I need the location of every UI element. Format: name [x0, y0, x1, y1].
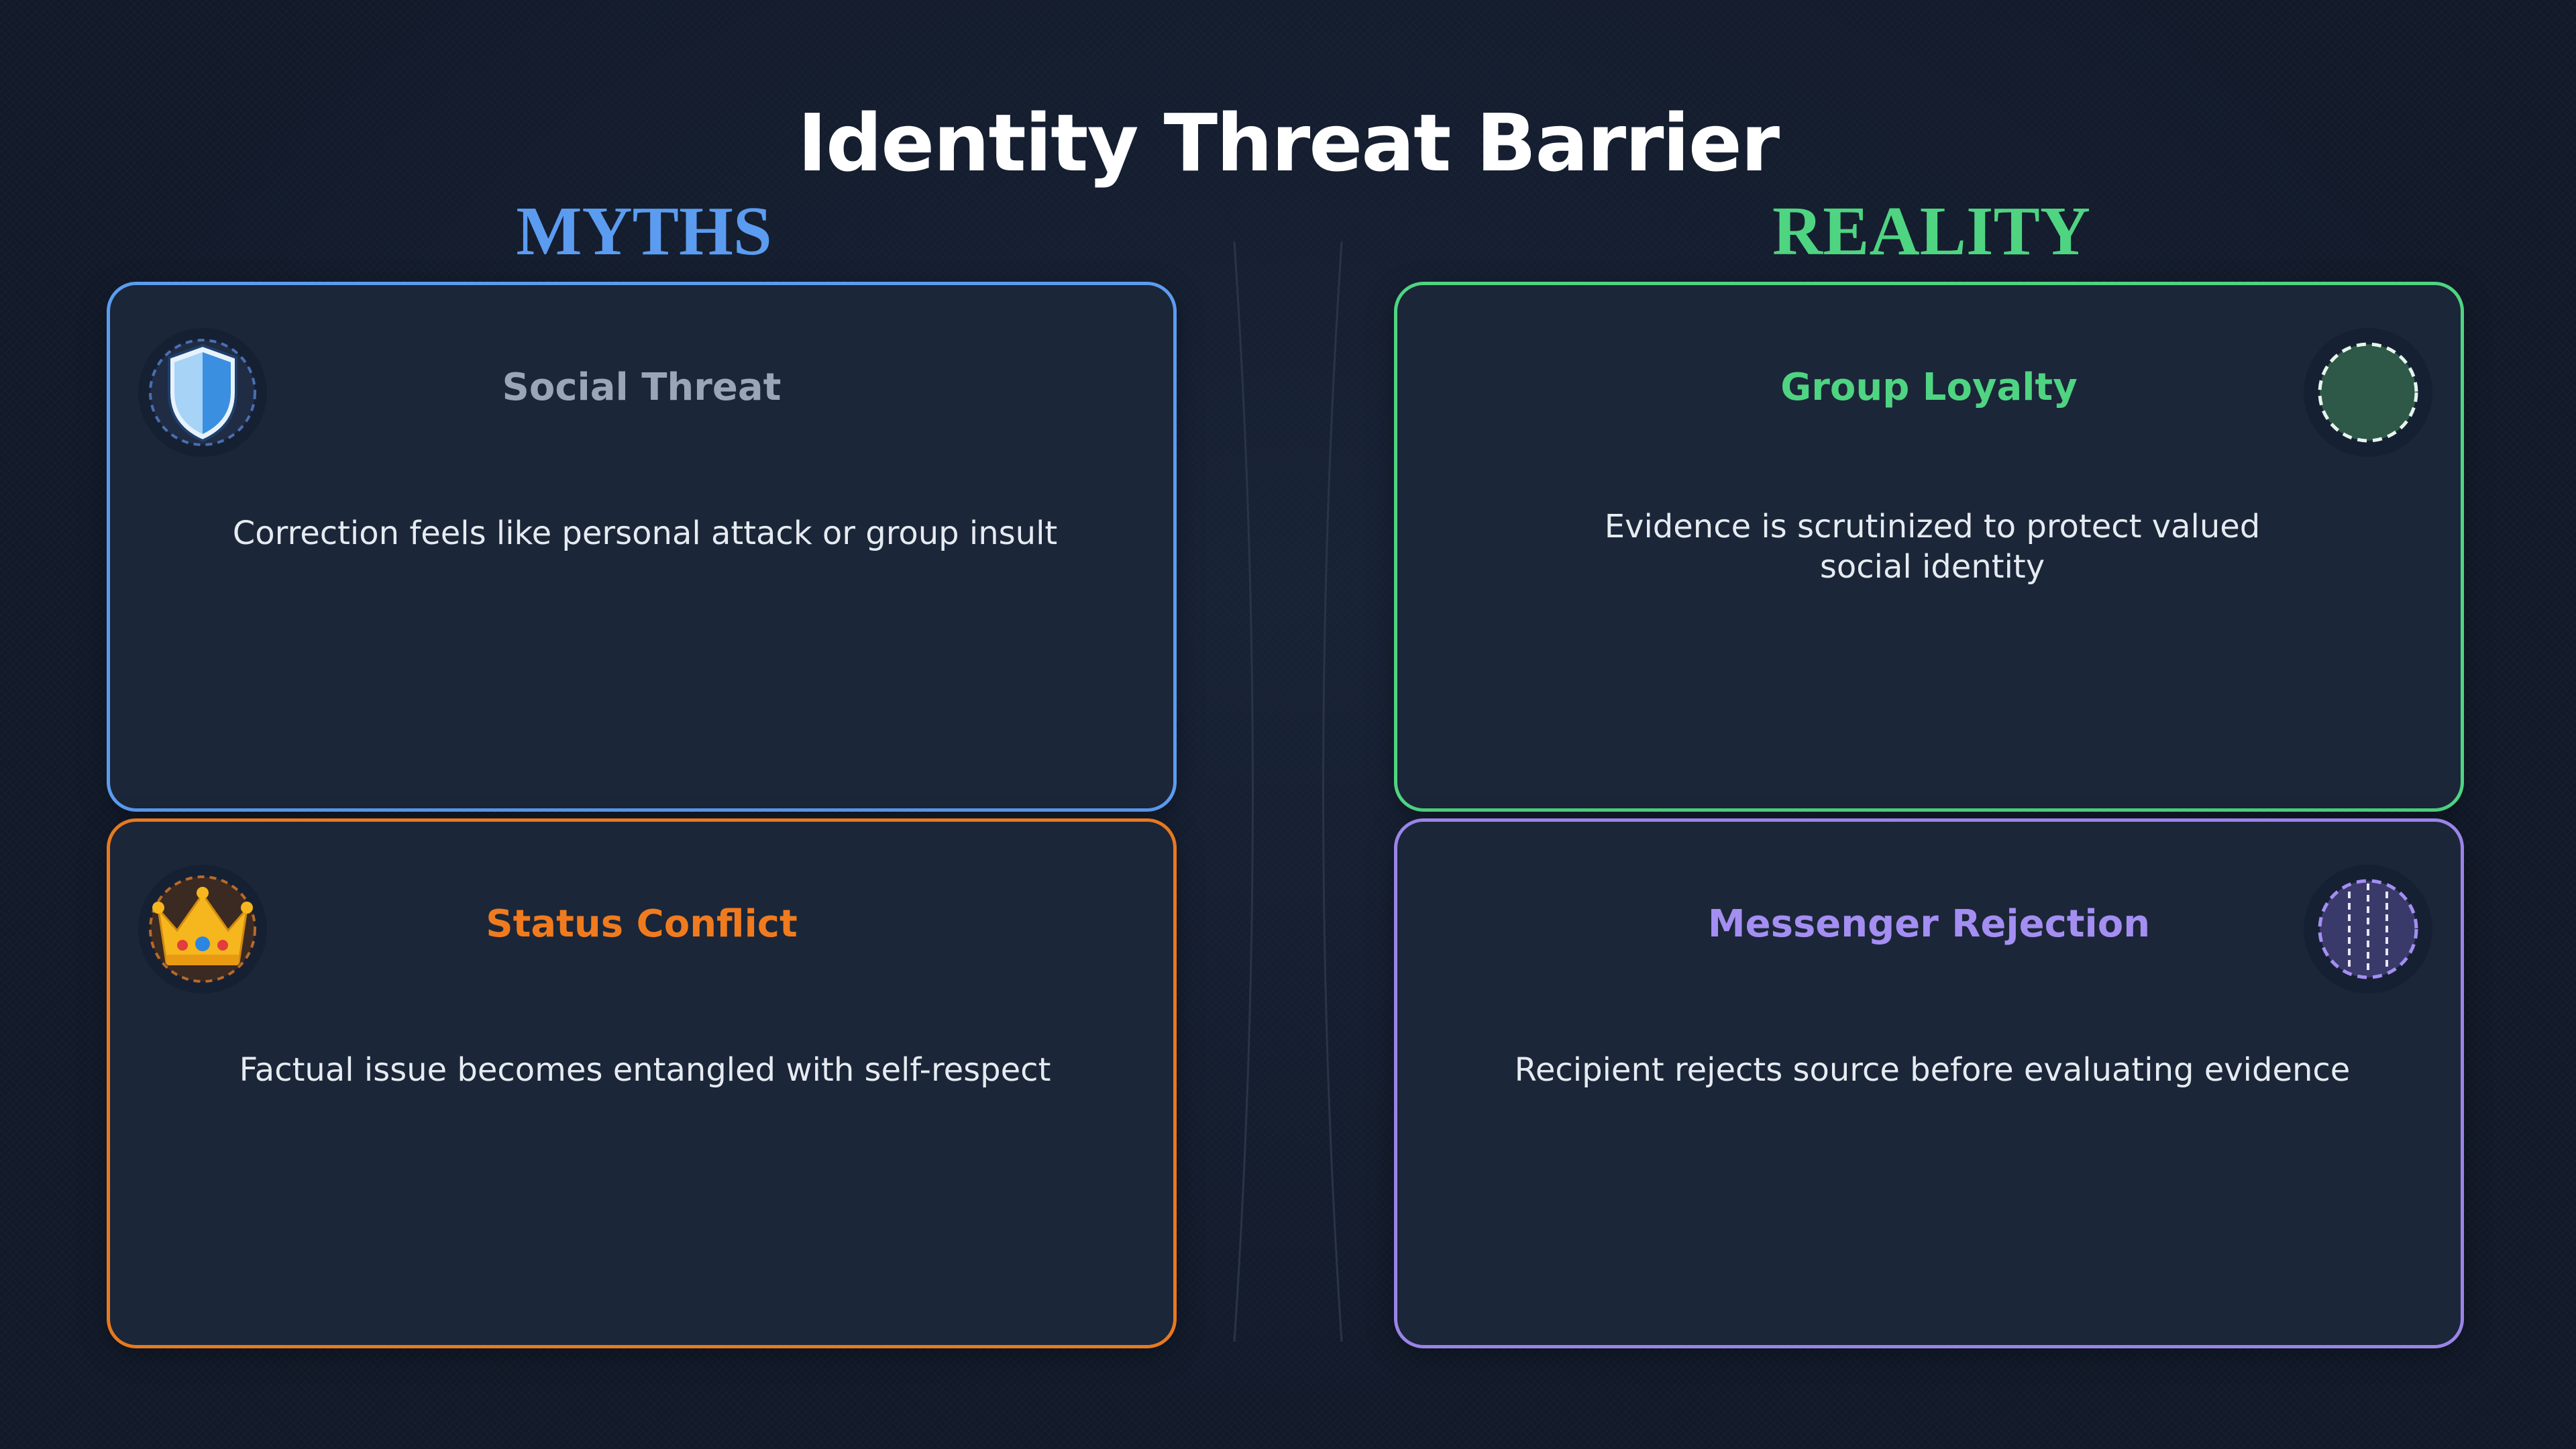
card-title: Messenger Rejection	[1707, 902, 2151, 946]
card-title: Group Loyalty	[1780, 366, 2078, 409]
shield-icon	[136, 325, 270, 460]
card-description: Evidence is scrutinized to protect value…	[1604, 508, 2261, 586]
dashed-circle-icon	[2301, 325, 2435, 460]
card-title: Status Conflict	[486, 902, 798, 946]
group-loyalty-card: Group Loyalty Evidence is scrutinized to…	[1394, 282, 2464, 812]
status-conflict-card: Status Conflict Factual issue becomes en…	[107, 818, 1177, 1348]
crown-icon	[136, 862, 270, 996]
myths-heading: MYTHS	[516, 193, 772, 270]
reality-heading: REALITY	[1772, 193, 2090, 270]
center-divider	[1233, 241, 1343, 1342]
social-threat-card: Social Threat Correction feels like pers…	[107, 282, 1177, 812]
card-description: Recipient rejects source before evaluati…	[1514, 1051, 2351, 1089]
page-title: Identity Threat Barrier	[797, 97, 1780, 189]
card-title: Social Threat	[502, 366, 782, 409]
barrier-icon	[2301, 862, 2435, 996]
messenger-rejection-card: Messenger Rejection Recipient rejects so…	[1394, 818, 2464, 1348]
card-description: Factual issue becomes entangled with sel…	[239, 1051, 1051, 1089]
card-description: Correction feels like personal attack or…	[232, 515, 1058, 552]
